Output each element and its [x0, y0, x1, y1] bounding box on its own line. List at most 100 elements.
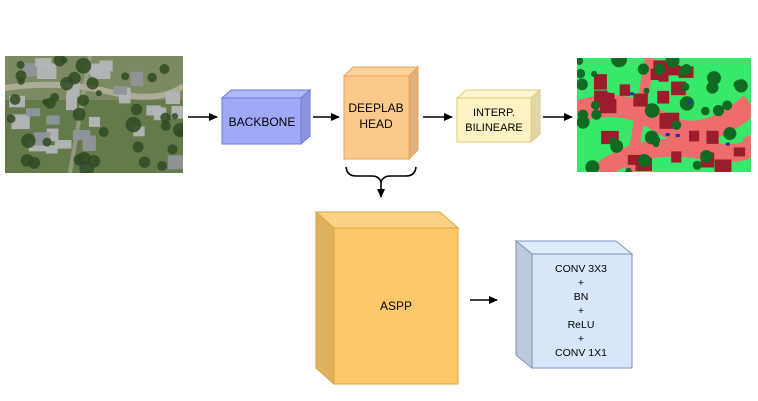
backbone-block: BACKBONE — [220, 88, 312, 146]
interp-label-line2: BILINEARE — [465, 122, 522, 134]
conv-block-line: ReLU — [568, 319, 595, 331]
mask-tree — [723, 127, 737, 141]
photo-tree — [147, 72, 157, 83]
mask-tree — [680, 82, 690, 91]
photo-house — [99, 60, 113, 72]
photo-tree — [17, 77, 25, 85]
photo-tree — [73, 153, 86, 166]
photo-tree — [77, 94, 90, 107]
photo-tree — [27, 156, 41, 169]
photo-tree — [121, 72, 130, 81]
photo-tree — [21, 133, 36, 149]
mask-tree — [591, 70, 598, 78]
photo-house — [88, 116, 101, 127]
conv-block-line: BN — [574, 291, 589, 303]
mask-building — [594, 95, 605, 106]
deeplab-head-block: DEEPLAB HEAD — [342, 65, 420, 161]
conv-block-line: + — [578, 333, 584, 345]
deeplab-head-label-line1: DEEPLAB — [348, 101, 403, 115]
mask-building — [666, 65, 681, 76]
photo-house — [25, 108, 41, 117]
mask-vehicle — [629, 92, 634, 96]
mask-tree — [679, 96, 695, 111]
mask-tree — [707, 71, 721, 86]
photo-house — [66, 94, 77, 111]
photo-house — [72, 130, 91, 141]
photo-tree — [125, 116, 142, 133]
mask-building — [733, 147, 746, 157]
mask-building — [603, 92, 615, 105]
photo-street — [5, 81, 183, 100]
conv-bn-relu-block: CONV 3X3+BN+ReLU+CONV 1X1 — [514, 239, 634, 370]
photo-house — [89, 63, 103, 76]
photo-house — [82, 135, 96, 152]
photo-house — [167, 155, 183, 170]
mask-tree — [654, 63, 666, 75]
photo-house — [28, 141, 48, 152]
photo-house — [45, 145, 58, 154]
interp-bilineare-block: INTERP. BILINEARE — [455, 88, 542, 144]
backbone-label: BACKBONE — [229, 115, 296, 129]
mask-tree — [577, 78, 588, 91]
mask-tree — [734, 79, 748, 93]
aspp-block: ASPP — [314, 210, 460, 386]
photo-tree — [15, 70, 27, 82]
photo-tree — [9, 94, 21, 105]
mask-tree — [637, 154, 651, 167]
mask-tree — [591, 109, 602, 120]
mask-tree — [701, 106, 710, 116]
photo-house — [46, 115, 60, 125]
mask-building — [659, 113, 674, 129]
input-aerial-photo — [5, 56, 183, 173]
photo-tree — [86, 77, 99, 90]
photo-tree — [130, 103, 143, 116]
aspp-label: ASPP — [380, 299, 412, 313]
photo-house — [22, 63, 38, 77]
mask-vehicle — [665, 133, 670, 137]
mask-tree — [678, 68, 688, 77]
mask-building — [714, 159, 732, 172]
mask-tree — [644, 130, 659, 145]
mask-tree — [644, 103, 660, 118]
mask-tree — [637, 63, 649, 75]
mask-tree — [665, 58, 680, 68]
photo-house — [11, 114, 30, 130]
photo-house — [130, 71, 144, 86]
photo-tree — [159, 64, 170, 75]
mask-tree — [577, 58, 584, 65]
photo-tree — [60, 56, 68, 64]
mask-building — [689, 130, 700, 142]
photo-tree — [138, 156, 151, 168]
photo-tree — [6, 114, 16, 124]
mask-vehicle — [687, 100, 692, 104]
mask-tree — [722, 100, 733, 111]
photo-house — [165, 92, 180, 105]
conv-block-line: CONV 3X3 — [555, 263, 607, 275]
mask-building — [633, 93, 648, 107]
photo-tree — [42, 137, 52, 147]
mask-tree — [643, 87, 650, 94]
mask-building — [658, 69, 669, 82]
mask-building — [593, 74, 607, 90]
mask-tree — [671, 120, 682, 130]
deeplab-head-label-line2: HEAD — [359, 117, 393, 131]
photo-tree — [98, 127, 109, 137]
photo-tree — [160, 120, 171, 131]
mask-tree — [700, 150, 713, 163]
photo-house — [37, 63, 57, 80]
mask-building — [627, 154, 643, 165]
mask-tree — [611, 58, 627, 68]
mask-tree — [577, 68, 586, 79]
photo-house — [171, 105, 183, 119]
conv-block-line: + — [578, 305, 584, 317]
conv-block-text: CONV 3X3+BN+ReLU+CONV 1X1 — [555, 263, 607, 359]
photo-house — [118, 87, 131, 104]
photo-tree — [160, 112, 171, 123]
photo-tree — [75, 57, 92, 74]
photo-tree — [60, 76, 74, 91]
mask-tree — [609, 137, 617, 145]
photo-house — [146, 105, 161, 116]
head-expansion-brace — [345, 166, 417, 185]
